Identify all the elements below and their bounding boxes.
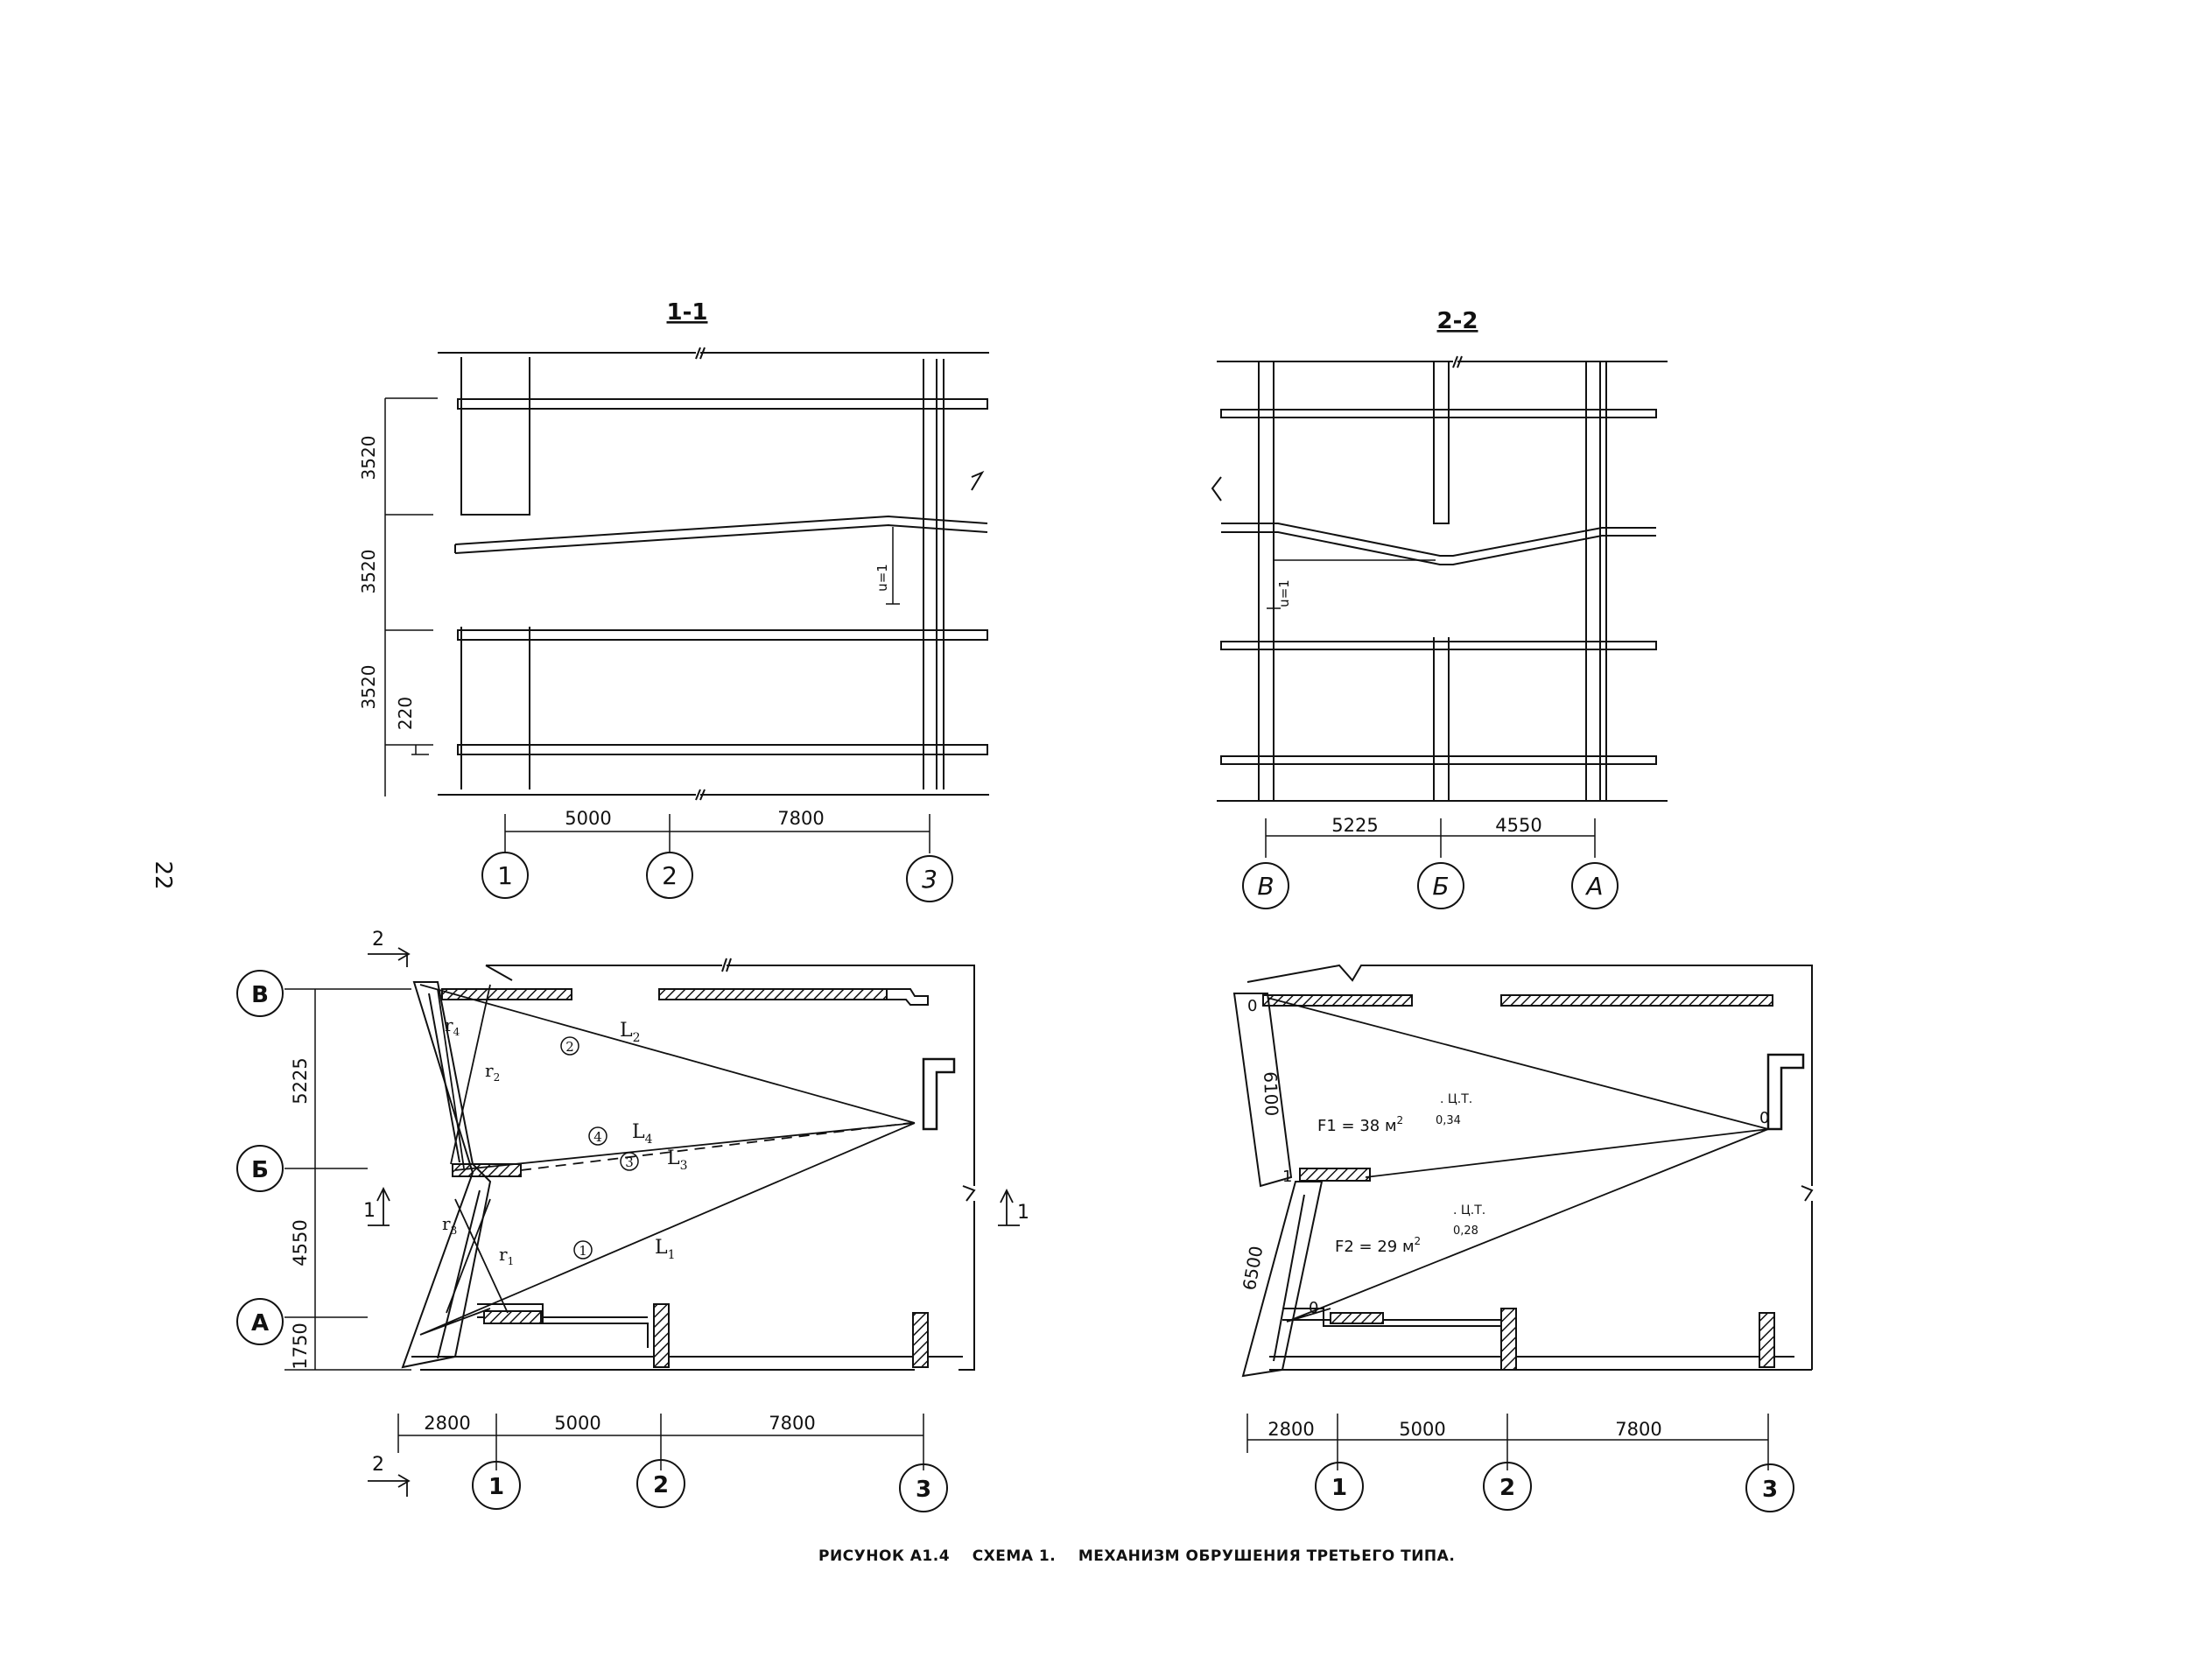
plan-right-ct1: . Ц.Т.	[1440, 1092, 1472, 1106]
plan-right-hinge-1: 0	[1247, 997, 1257, 1015]
plan-right-hinge-4: 0	[1759, 1109, 1769, 1127]
plan-left-row-dim-2: 4550	[290, 1219, 311, 1266]
plan-right-f2: F2 = 29 м2	[1335, 1235, 1421, 1256]
plan-left-axis-b: Б	[251, 1157, 269, 1183]
plan-left-n2: 2	[565, 1039, 574, 1055]
section-2-2-span-1: 5225	[1331, 815, 1378, 836]
plan-right-ct2-val: 0,28	[1453, 1224, 1478, 1238]
section-2-2: 2-2 u=1 5225 4550 В Б А	[1211, 308, 1668, 909]
page-number: 22	[150, 860, 176, 889]
plan-right: 6100 6500 0 1 0 0 F1 = 38 м2 . Ц.Т. 0,34…	[1232, 964, 1814, 1512]
plan-left-r3: r3	[442, 1213, 457, 1237]
plan-right-hinge-2: 1	[1282, 1168, 1292, 1186]
plan-left-l3: L3	[667, 1147, 688, 1173]
plan-left-n1: 1	[579, 1243, 587, 1259]
plan-right-col-dim-2: 5000	[1399, 1419, 1445, 1440]
plan-right-col-axis-1: 1	[1331, 1475, 1347, 1501]
section-2-2-span-2: 4550	[1495, 815, 1541, 836]
plan-left-cut-1-left: 1	[363, 1200, 376, 1222]
section-1-1-slab-thickness: 220	[395, 697, 416, 730]
plan-right-hinge-3: 0	[1309, 1299, 1318, 1317]
plan-right-edge-dim-1: 6100	[1260, 1071, 1282, 1117]
plan-left-r4: r4	[445, 1014, 460, 1038]
plan-right-ct2: . Ц.Т.	[1453, 1203, 1485, 1217]
plan-left-l2: L2	[620, 1020, 641, 1045]
plan-left-axis-a: А	[251, 1310, 269, 1337]
section-1-1-axis-1: 1	[497, 861, 513, 890]
plan-right-col-dim-3: 7800	[1615, 1419, 1661, 1440]
section-2-2-axis-b: Б	[1432, 872, 1449, 901]
section-1-1-axis-3: 3	[922, 865, 937, 894]
plan-left-col-axis-2: 2	[653, 1472, 669, 1498]
plan-right-col-dim-1: 2800	[1268, 1419, 1314, 1440]
plan-left-cut-2-top: 2	[372, 929, 384, 951]
plan-left-row-dim-3: 1750	[290, 1323, 311, 1369]
section-2-2-title: 2-2	[1437, 308, 1478, 334]
figure-caption: РИСУНОК А1.4 СХЕМА 1. МЕХАНИЗМ ОБРУШЕНИЯ…	[818, 1547, 1456, 1565]
section-1-1-axis-2: 2	[662, 861, 678, 890]
plan-left-n4: 4	[593, 1129, 602, 1145]
plan-left-n3: 3	[625, 1154, 634, 1170]
plan-left: L2 2 L4 4 L3 3 L1 1 r4 r2 r3 r1 В Б А 52…	[236, 929, 1029, 1512]
section-1-1-deflection: u=1	[874, 564, 890, 592]
plan-left-col-axis-1: 1	[488, 1474, 504, 1500]
plan-left-r2: r2	[485, 1060, 500, 1084]
plan-left-l4: L4	[632, 1121, 653, 1147]
plan-left-r1: r1	[499, 1244, 514, 1267]
plan-left-cut-2-bottom: 2	[372, 1454, 384, 1476]
section-2-2-axis-v: В	[1257, 872, 1274, 901]
section-1-1: 1-1 u=1 3520 3520 3520 220 5000 7800 1 2…	[358, 299, 989, 902]
section-1-1-span-1: 5000	[565, 808, 611, 829]
section-1-1-title: 1-1	[667, 299, 708, 326]
plan-left-col-dim-1: 2800	[424, 1413, 470, 1434]
plan-left-axis-v: В	[251, 982, 269, 1008]
plan-left-col-axis-3: 3	[916, 1477, 931, 1503]
plan-left-col-dim-2: 5000	[554, 1413, 600, 1434]
plan-left-col-dim-3: 7800	[769, 1413, 815, 1434]
plan-left-l1: L1	[655, 1237, 676, 1262]
plan-right-ct1-val: 0,34	[1436, 1114, 1461, 1127]
plan-right-f1: F1 = 38 м2	[1317, 1114, 1403, 1135]
plan-right-col-axis-3: 3	[1762, 1477, 1778, 1503]
plan-right-edge-dim-2: 6500	[1239, 1245, 1267, 1292]
section-2-2-deflection: u=1	[1276, 579, 1292, 607]
section-1-1-height-3: 3520	[358, 665, 379, 710]
plan-left-cut-1-right: 1	[1017, 1202, 1029, 1224]
section-1-1-height-1: 3520	[358, 436, 379, 481]
plan-left-row-dim-1: 5225	[290, 1057, 311, 1104]
section-1-1-height-2: 3520	[358, 550, 379, 594]
plan-right-col-axis-2: 2	[1499, 1475, 1515, 1501]
section-1-1-span-2: 7800	[777, 808, 824, 829]
section-2-2-axis-a: А	[1584, 872, 1603, 901]
